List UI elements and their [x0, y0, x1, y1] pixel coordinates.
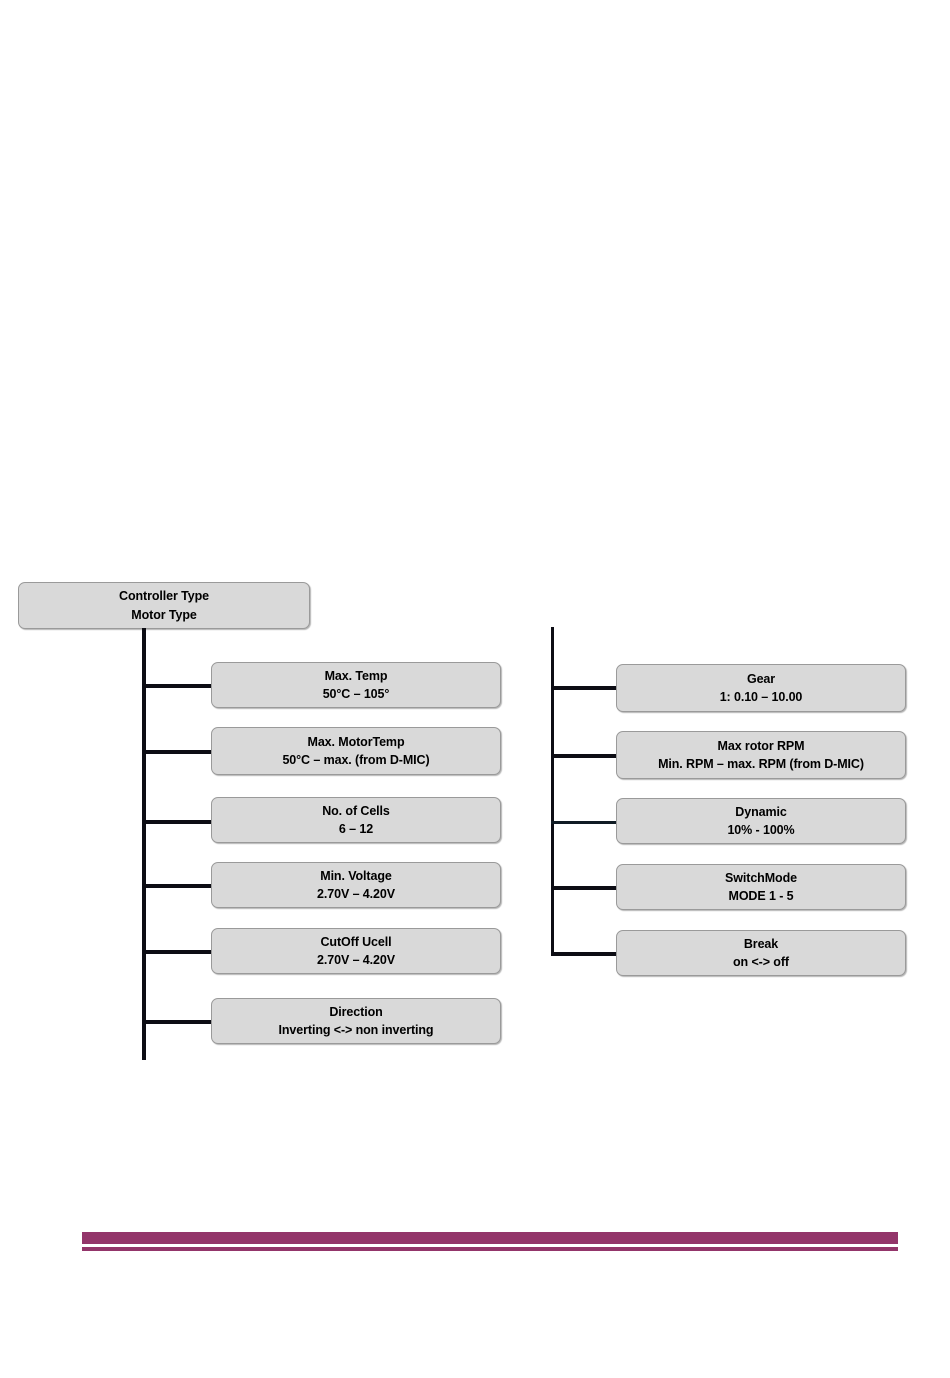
- node-no-of-cells-line2: 6 – 12: [338, 822, 374, 836]
- connector-max-motortemp: [142, 750, 214, 754]
- node-switchmode[interactable]: SwitchMode MODE 1 - 5: [616, 864, 906, 910]
- root-node-line1: Controller Type: [119, 589, 209, 604]
- node-max-motortemp-line2: 50°C – max. (from D-MIC): [282, 753, 430, 767]
- node-max-rotor-rpm-line2: Min. RPM – max. RPM (from D-MIC): [658, 757, 864, 771]
- node-direction[interactable]: Direction Inverting <-> non inverting: [211, 998, 501, 1044]
- node-cutoff-ucell-line2: 2.70V – 4.20V: [317, 953, 395, 967]
- connector-break: [551, 952, 619, 956]
- footer-rule-thin: [82, 1247, 898, 1251]
- node-max-temp-line1: Max. Temp: [324, 668, 388, 683]
- node-break[interactable]: Break on <-> off: [616, 930, 906, 976]
- connector-dynamic: [551, 821, 619, 824]
- left-trunk-line: [142, 628, 146, 1060]
- node-break-line2: on <-> off: [733, 955, 789, 969]
- connector-gear: [551, 686, 619, 690]
- connector-no-of-cells: [142, 820, 214, 824]
- connector-max-rotor-rpm: [551, 754, 619, 758]
- node-switchmode-line1: SwitchMode: [725, 870, 797, 885]
- node-min-voltage-line1: Min. Voltage: [320, 868, 392, 883]
- node-break-line1: Break: [743, 936, 779, 951]
- node-min-voltage[interactable]: Min. Voltage 2.70V – 4.20V: [211, 862, 501, 908]
- connector-cutoff-ucell: [142, 950, 214, 954]
- node-dynamic-line1: Dynamic: [735, 804, 787, 819]
- node-direction-line2: Inverting <-> non inverting: [278, 1023, 434, 1037]
- connector-direction: [142, 1020, 214, 1024]
- node-direction-line1: Direction: [329, 1004, 383, 1019]
- node-gear[interactable]: Gear 1: 0.10 – 10.00: [616, 664, 906, 712]
- node-cutoff-ucell-line1: CutOff Ucell: [320, 934, 392, 949]
- footer-rule-thick: [82, 1232, 898, 1244]
- node-max-temp[interactable]: Max. Temp 50°C – 105°: [211, 662, 501, 708]
- node-max-rotor-rpm-line1: Max rotor RPM: [717, 738, 805, 753]
- connector-switchmode: [551, 886, 619, 890]
- connector-min-voltage: [142, 884, 214, 888]
- node-dynamic-line2: 10% - 100%: [727, 823, 795, 837]
- node-max-motortemp[interactable]: Max. MotorTemp 50°C – max. (from D-MIC): [211, 727, 501, 775]
- node-dynamic[interactable]: Dynamic 10% - 100%: [616, 798, 906, 844]
- node-no-of-cells[interactable]: No. of Cells 6 – 12: [211, 797, 501, 843]
- node-gear-line1: Gear: [746, 671, 776, 686]
- node-cutoff-ucell[interactable]: CutOff Ucell 2.70V – 4.20V: [211, 928, 501, 974]
- root-node-line2: Motor Type: [131, 607, 197, 622]
- node-gear-line2: 1: 0.10 – 10.00: [719, 690, 803, 704]
- node-max-motortemp-line1: Max. MotorTemp: [307, 734, 405, 749]
- connector-max-temp: [142, 684, 214, 688]
- node-max-temp-line2: 50°C – 105°: [322, 687, 390, 701]
- node-min-voltage-line2: 2.70V – 4.20V: [317, 887, 395, 901]
- node-switchmode-line2: MODE 1 - 5: [728, 889, 794, 903]
- node-max-rotor-rpm[interactable]: Max rotor RPM Min. RPM – max. RPM (from …: [616, 731, 906, 779]
- node-no-of-cells-line1: No. of Cells: [322, 803, 390, 818]
- root-node[interactable]: Controller Type Motor Type: [18, 582, 310, 629]
- right-trunk-line: [551, 627, 554, 956]
